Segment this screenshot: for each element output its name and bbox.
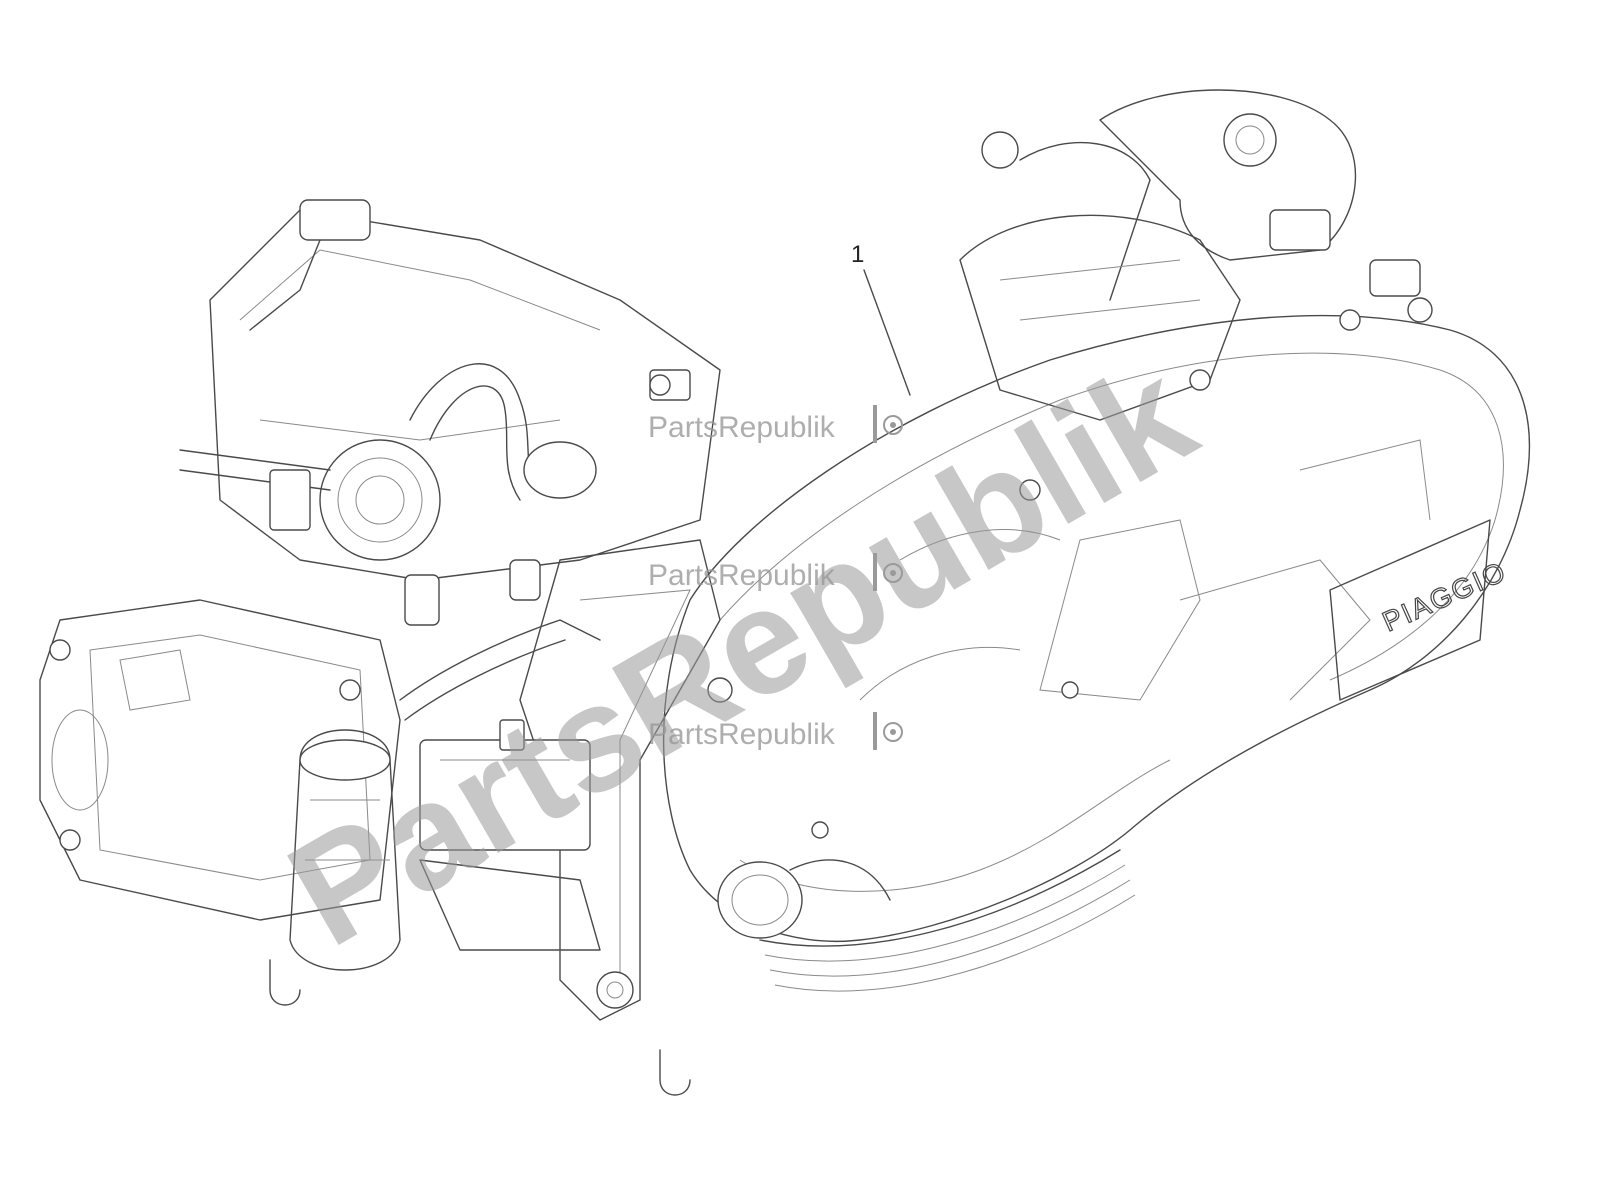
watermark-row-2: PartsRepublik — [648, 553, 903, 592]
gear-icon — [873, 712, 903, 750]
watermark-text-2: PartsRepublik — [648, 559, 836, 592]
rear-shock-mount — [1099, 89, 1357, 261]
watermark-row-1: PartsRepublik — [648, 405, 903, 444]
sensor-connector — [299, 199, 371, 241]
valve-cover — [39, 599, 401, 921]
gear-icon — [873, 405, 903, 443]
callout-group: 1 — [851, 241, 911, 396]
engine-brand-logo: PIAGGIO — [1378, 555, 1511, 637]
watermark-row-3: PartsRepublik — [648, 712, 903, 751]
oil-filter-housing — [289, 729, 401, 971]
intake-duct — [717, 861, 803, 939]
brand-plate — [1329, 519, 1491, 701]
gear-icon — [873, 553, 903, 591]
callout-label-1: 1 — [851, 241, 864, 268]
watermark-text-1: PartsRepublik — [648, 411, 836, 444]
watermark-text-3: PartsRepublik — [648, 718, 836, 751]
callout-leader-1 — [863, 269, 911, 396]
cylinder-head — [209, 209, 721, 581]
